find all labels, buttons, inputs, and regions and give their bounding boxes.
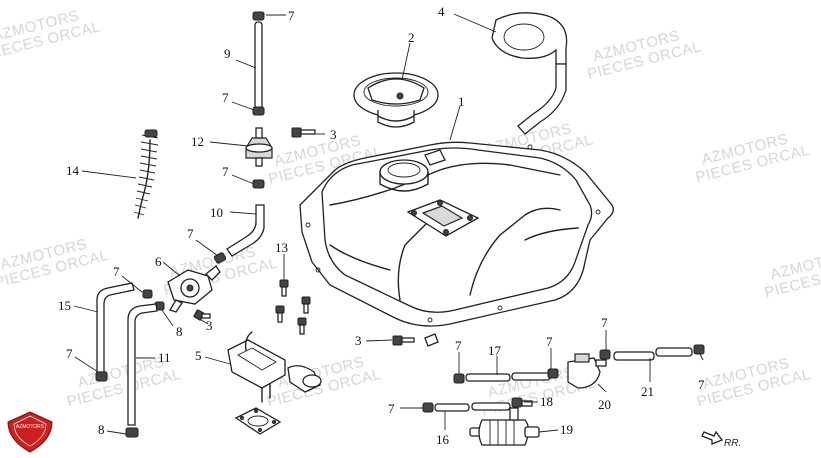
callout-2: 2 <box>408 30 415 45</box>
callout-3: 3 <box>330 127 337 142</box>
hose-10[interactable] <box>213 204 265 264</box>
callout-18: 18 <box>540 394 553 409</box>
logo-text: AZMOTORS <box>16 424 45 430</box>
callout-8: 8 <box>98 422 105 437</box>
bolt-3a[interactable] <box>291 127 316 138</box>
callout-9: 9 <box>224 46 231 61</box>
spring-hose[interactable] <box>133 129 159 219</box>
hose-21[interactable] <box>613 344 705 361</box>
callout-7: 7 <box>113 264 120 279</box>
callout-7: 7 <box>546 334 553 349</box>
callout-16: 16 <box>436 432 450 447</box>
direction-label: RR. <box>724 438 741 449</box>
callout-3: 3 <box>355 333 362 348</box>
direction-indicator: RR. <box>701 430 741 449</box>
callout-13: 13 <box>275 240 288 255</box>
callout-numbers: 7 9 7 12 3 7 14 10 7 7 6 15 8 3 13 7 11 … <box>58 4 705 447</box>
callout-7: 7 <box>222 90 229 105</box>
leader-lines <box>73 13 704 435</box>
callout-7: 7 <box>288 8 295 23</box>
callout-8: 8 <box>176 324 183 339</box>
callout-11: 11 <box>158 350 171 365</box>
callout-19: 19 <box>560 422 573 437</box>
callout-7: 7 <box>698 377 705 392</box>
hose-9[interactable] <box>252 11 265 116</box>
callout-1: 1 <box>458 94 465 109</box>
fuel-sender[interactable] <box>227 331 322 435</box>
callout-15: 15 <box>58 298 71 313</box>
callout-7: 7 <box>187 226 194 241</box>
arrow-icon <box>701 430 724 445</box>
bolt-3b[interactable] <box>193 309 211 321</box>
hose-16[interactable] <box>422 402 511 413</box>
callout-12: 12 <box>191 134 204 149</box>
callout-17: 17 <box>488 343 502 358</box>
bolt-set-13[interactable] <box>275 279 311 335</box>
callout-3: 3 <box>206 318 213 333</box>
hose-17[interactable] <box>453 368 559 384</box>
fuel-tank[interactable] <box>299 141 614 347</box>
fuel-cap[interactable] <box>353 72 439 128</box>
brand-logo: AZMOTORS <box>7 411 53 453</box>
fitting-18[interactable] <box>511 397 533 408</box>
callout-4: 4 <box>438 4 445 19</box>
callout-7: 7 <box>66 346 73 361</box>
fuel-filter[interactable] <box>245 127 273 189</box>
bolt-3c[interactable] <box>392 335 415 346</box>
callout-7: 7 <box>388 401 395 416</box>
fuel-cock[interactable] <box>142 265 221 313</box>
hose-11[interactable] <box>125 303 158 438</box>
inline-pump[interactable] <box>469 407 540 446</box>
hose-15[interactable] <box>95 282 135 382</box>
vent-hose[interactable] <box>491 12 568 135</box>
callout-10: 10 <box>210 205 223 220</box>
callout-7: 7 <box>601 315 608 330</box>
callout-5: 5 <box>195 348 202 363</box>
callout-6: 6 <box>155 254 162 269</box>
callout-14: 14 <box>66 163 80 178</box>
callout-7: 7 <box>455 338 462 353</box>
callout-20: 20 <box>598 397 611 412</box>
callout-7: 7 <box>222 164 229 179</box>
callout-21: 21 <box>641 384 654 399</box>
t-fitting[interactable] <box>567 349 611 389</box>
